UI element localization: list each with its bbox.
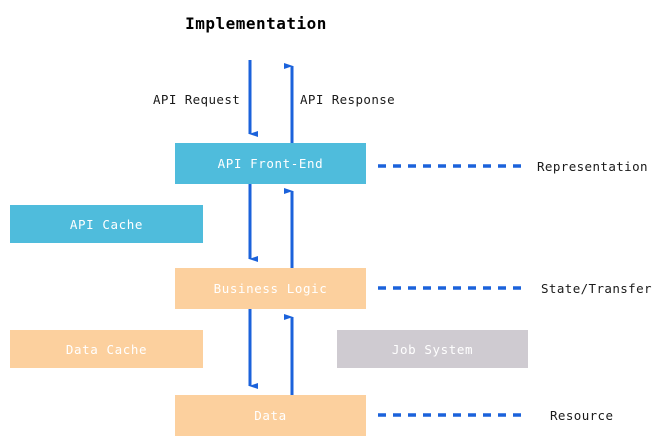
page-title: Implementation xyxy=(185,14,327,33)
side-label-resource: Resource xyxy=(550,408,614,423)
flow-label-api-response: API Response xyxy=(300,92,396,107)
box-label-api-cache: API Cache xyxy=(69,216,144,232)
flow-label-api-request: API Request xyxy=(153,92,241,107)
box-business-logic[interactable]: Business Logic xyxy=(175,268,366,309)
box-label-data: Data xyxy=(254,408,287,423)
box-api-cache[interactable]: API Cache xyxy=(10,205,203,243)
box-label-business-logic: Business Logic xyxy=(213,281,328,296)
box-api-front-end[interactable]: API Front-End xyxy=(175,143,366,184)
box-job-system[interactable]: Job System xyxy=(337,330,528,368)
box-data[interactable]: Data xyxy=(175,395,366,436)
box-label-job-system: Job System xyxy=(391,341,474,357)
box-label-data-cache: Data Cache xyxy=(65,341,148,357)
box-data-cache[interactable]: Data Cache xyxy=(10,330,203,368)
box-label-api-front-end: API Front-End xyxy=(217,156,324,171)
side-label-state-transfer: State/Transfer xyxy=(541,281,652,296)
side-label-representation: Representation xyxy=(537,159,648,174)
